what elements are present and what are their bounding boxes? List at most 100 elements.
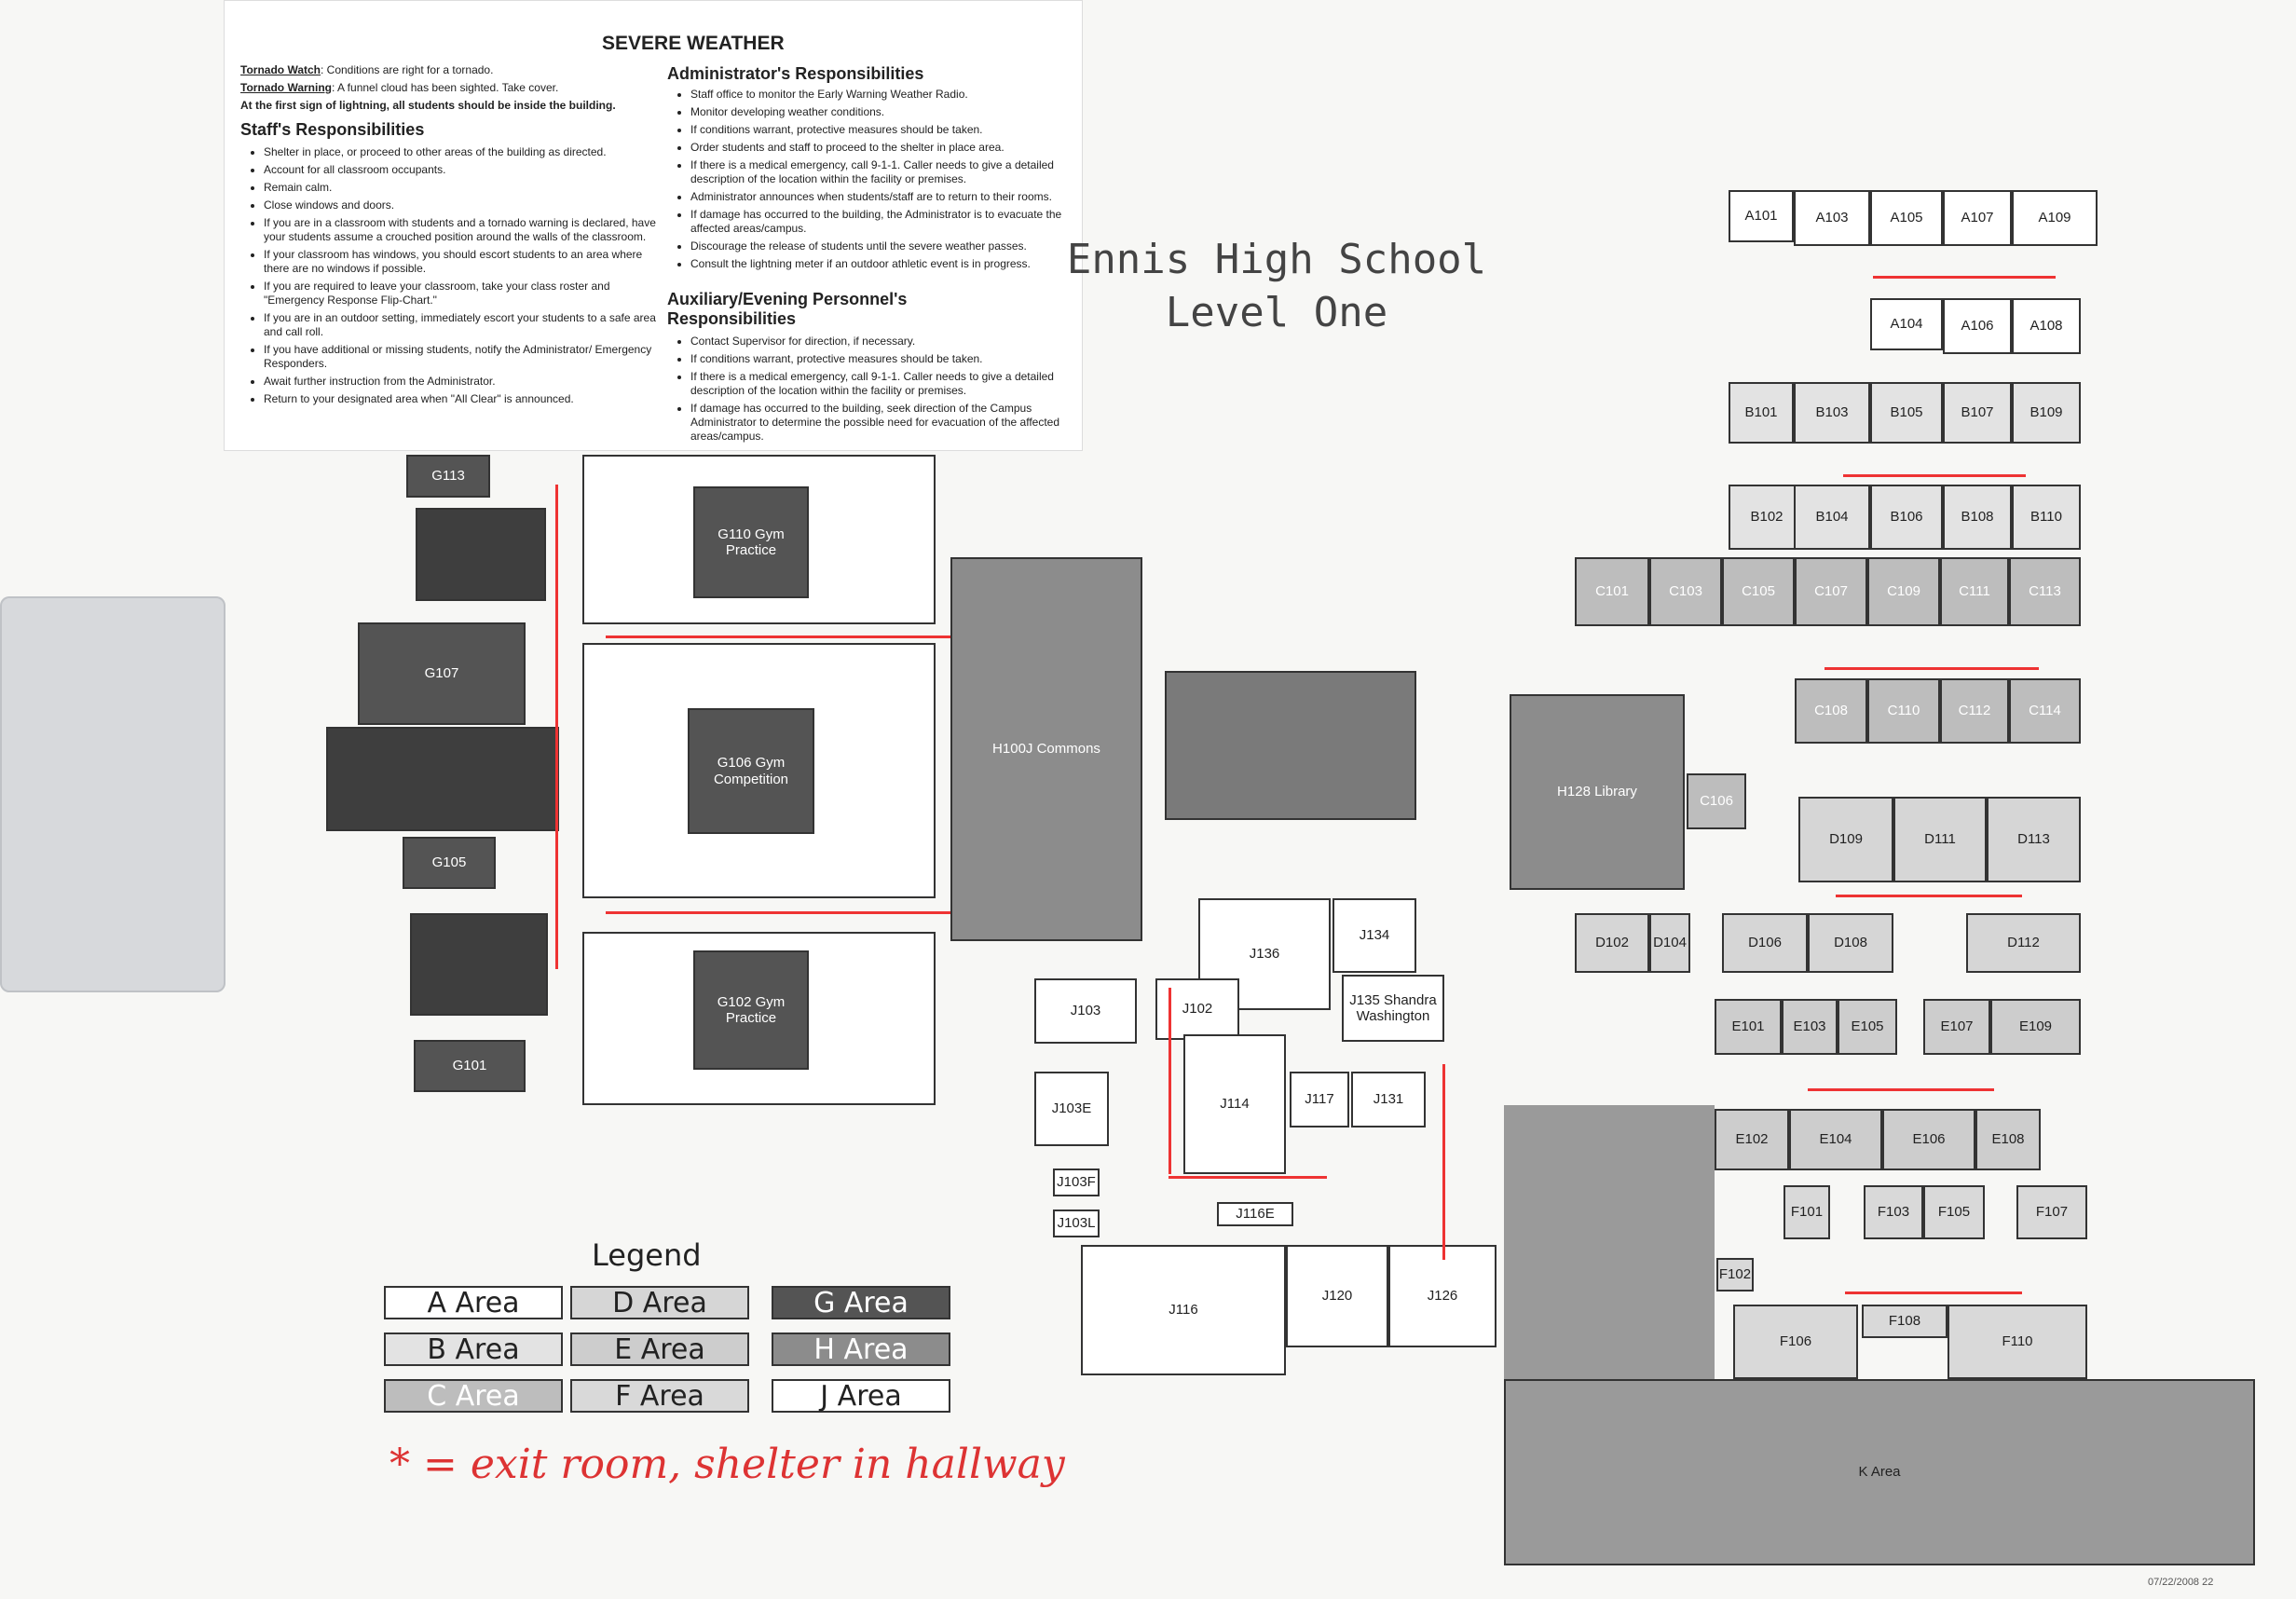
room-E107[interactable]: E107 (1923, 999, 1990, 1055)
room-B102[interactable]: B102 (1729, 485, 1805, 550)
room-C103[interactable]: C103 (1649, 557, 1722, 626)
room-J120[interactable]: J120 (1286, 1245, 1388, 1347)
legend-b-area: B Area (384, 1332, 563, 1366)
room-E102[interactable]: E102 (1715, 1109, 1789, 1170)
room-D111[interactable]: D111 (1893, 797, 1987, 882)
room-G110[interactable]: G110 Gym Practice (693, 486, 809, 598)
room-H100J[interactable]: H100J Commons (950, 557, 1142, 941)
room-G101[interactable]: G101 (414, 1040, 526, 1092)
list-item: Administrator announces when students/st… (690, 190, 1082, 204)
room-J117[interactable]: J117 (1290, 1072, 1349, 1128)
room-C114[interactable]: C114 (2009, 678, 2081, 744)
room-G102[interactable]: G102 Gym Practice (693, 950, 809, 1070)
room-D109[interactable]: D109 (1798, 797, 1893, 882)
room-E101[interactable]: E101 (1715, 999, 1782, 1055)
room-A109[interactable]: A109 (2012, 190, 2098, 246)
room-F107[interactable]: F107 (2016, 1185, 2087, 1239)
room-B107[interactable]: B107 (1943, 382, 2012, 444)
room-F108[interactable]: F108 (1862, 1305, 1948, 1338)
room-E108[interactable]: E108 (1975, 1109, 2041, 1170)
room-D108[interactable]: D108 (1808, 913, 1893, 973)
room-B108[interactable]: B108 (1943, 485, 2012, 550)
room-A103[interactable]: A103 (1794, 190, 1870, 246)
room-J114[interactable]: J114 (1183, 1034, 1286, 1174)
room-J131[interactable]: J131 (1351, 1072, 1426, 1128)
evac-route-j (1168, 988, 1171, 1174)
room-D104[interactable]: D104 (1649, 913, 1690, 973)
room-E103[interactable]: E103 (1782, 999, 1838, 1055)
room-F110[interactable]: F110 (1948, 1305, 2087, 1379)
room-J103F[interactable]: J103F (1053, 1168, 1100, 1196)
room-C105[interactable]: C105 (1722, 557, 1795, 626)
room-C107[interactable]: C107 (1795, 557, 1867, 626)
date-stamp: 07/22/2008 22 (2148, 1577, 2214, 1588)
room-H128[interactable]: H128 Library (1510, 694, 1685, 890)
list-item: If you are required to leave your classr… (264, 280, 664, 308)
evac-route-f (1845, 1292, 2022, 1294)
admin-list: Staff office to monitor the Early Warnin… (670, 88, 1082, 275)
room-C111[interactable]: C111 (1940, 557, 2009, 626)
room-A107[interactable]: A107 (1943, 190, 2012, 246)
room-G106[interactable]: G106 Gym Competition (688, 708, 814, 834)
room-F102[interactable]: F102 (1716, 1258, 1754, 1292)
room-C106[interactable]: C106 (1687, 773, 1746, 829)
room-C101[interactable]: C101 (1575, 557, 1649, 626)
room-J116[interactable]: J116 (1081, 1245, 1286, 1375)
room-B103[interactable]: B103 (1794, 382, 1870, 444)
evac-route-h (606, 636, 950, 638)
room-D113[interactable]: D113 (1987, 797, 2081, 882)
room-B106[interactable]: B106 (1870, 485, 1943, 550)
room-C110[interactable]: C110 (1867, 678, 1940, 744)
room-J116E[interactable]: J116E (1217, 1202, 1293, 1226)
room-E106[interactable]: E106 (1882, 1109, 1975, 1170)
room-F106[interactable]: F106 (1733, 1305, 1858, 1379)
room-F101[interactable]: F101 (1784, 1185, 1830, 1239)
room-C113[interactable]: C113 (2009, 557, 2081, 626)
room-E109[interactable]: E109 (1990, 999, 2081, 1055)
list-item: Return to your designated area when "All… (264, 392, 664, 406)
room-J134[interactable]: J134 (1332, 898, 1416, 973)
room-B110[interactable]: B110 (2012, 485, 2081, 550)
room-A101[interactable]: A101 (1729, 190, 1794, 242)
room-J103L[interactable]: J103L (1053, 1210, 1100, 1237)
area-K[interactable]: K Area (1504, 1379, 2255, 1565)
gym-court-g102 (582, 932, 936, 1105)
room-G107[interactable]: G107 (358, 622, 526, 725)
room-B105[interactable]: B105 (1870, 382, 1943, 444)
list-item: Account for all classroom occupants. (264, 163, 664, 177)
room-E105[interactable]: E105 (1838, 999, 1897, 1055)
legend-c-area: C Area (384, 1379, 563, 1413)
room-A106[interactable]: A106 (1943, 298, 2012, 354)
room-B104[interactable]: B104 (1794, 485, 1870, 550)
room-C109[interactable]: C109 (1867, 557, 1940, 626)
list-item: If you are in a classroom with students … (264, 216, 664, 244)
room-D112[interactable]: D112 (1966, 913, 2081, 973)
room-G105[interactable]: G105 (403, 837, 496, 889)
room-J103E[interactable]: J103E (1034, 1072, 1109, 1146)
room-A105[interactable]: A105 (1870, 190, 1943, 246)
room-F105[interactable]: F105 (1923, 1185, 1985, 1239)
room-F103[interactable]: F103 (1864, 1185, 1923, 1239)
room-C112[interactable]: C112 (1940, 678, 2009, 744)
room-J103[interactable]: J103 (1034, 978, 1137, 1044)
room-J135[interactable]: J135 Shandra Washington (1342, 975, 1444, 1042)
room-A104[interactable]: A104 (1870, 298, 1943, 350)
tornado-watch: Tornado Watch: Conditions are right for … (240, 63, 494, 76)
room-A108[interactable]: A108 (2012, 298, 2081, 354)
room-J126[interactable]: J126 (1388, 1245, 1496, 1347)
list-item: Shelter in place, or proceed to other ar… (264, 145, 664, 159)
room-B109[interactable]: B109 (2012, 382, 2081, 444)
evac-route-d (1836, 895, 2022, 897)
room-D106[interactable]: D106 (1722, 913, 1808, 973)
room-E104[interactable]: E104 (1789, 1109, 1882, 1170)
evac-route-i (606, 911, 950, 914)
room-D102[interactable]: D102 (1575, 913, 1649, 973)
list-item: If damage has occurred to the building, … (690, 402, 1082, 444)
room-G113[interactable]: G113 (406, 455, 490, 498)
list-item: If you are in an outdoor setting, immedi… (264, 311, 664, 339)
room-B101[interactable]: B101 (1729, 382, 1794, 444)
staff-heading: Staff's Responsibilities (240, 120, 425, 139)
room-C108[interactable]: C108 (1795, 678, 1867, 744)
aux-heading: Auxiliary/Evening Personnel's Responsibi… (667, 290, 908, 328)
legend-h-area: H Area (772, 1332, 950, 1366)
